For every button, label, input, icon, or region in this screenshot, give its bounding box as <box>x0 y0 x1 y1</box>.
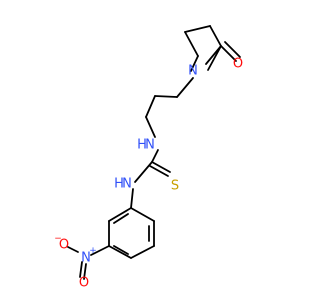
molecule-drawing: N O N H S N H N + O − O <box>54 25 243 291</box>
bond <box>176 77 194 98</box>
bond <box>130 188 134 209</box>
thione-sulfur-label: S <box>171 179 179 194</box>
pyrrolidone-nitrogen-label: N <box>188 64 198 79</box>
bond <box>130 207 155 222</box>
benzene-ring <box>108 207 155 259</box>
bond <box>113 213 129 224</box>
bond <box>130 245 155 259</box>
bond <box>90 245 110 256</box>
nitro-oxygen-single-charge-label: − <box>54 234 62 244</box>
bond <box>83 263 87 280</box>
bond <box>108 207 132 222</box>
nitro-oxygen-single-label: O <box>59 238 69 253</box>
bond <box>184 25 211 33</box>
bond <box>184 31 199 57</box>
thiourea-nitrogen-lower-label: N <box>122 177 132 192</box>
bond <box>151 161 171 173</box>
nitro-nitrogen-charge-label: + <box>89 246 97 256</box>
aniline-bond <box>130 188 134 209</box>
bond <box>207 45 222 71</box>
nitro-oxygen-double-label: O <box>79 276 89 291</box>
bond <box>134 161 153 183</box>
pyrrolidinone-ring <box>184 25 222 72</box>
bond <box>108 245 132 259</box>
thiourea-hydrogen-upper-label: H <box>137 138 147 153</box>
bond <box>209 25 222 47</box>
bond <box>154 95 178 98</box>
bond <box>224 41 241 58</box>
bond <box>67 246 79 253</box>
carbonyl-bond <box>220 41 241 62</box>
bond <box>79 261 83 278</box>
thiourea-hydrogen-lower-label: H <box>114 177 124 192</box>
thiourea-core <box>134 149 171 183</box>
thiourea-nitrogen-upper-label: N <box>145 138 155 153</box>
bond <box>190 55 199 72</box>
bond <box>149 165 169 177</box>
carbonyl-oxygen-label: O <box>233 57 243 72</box>
propyl-chain <box>145 77 194 138</box>
nitro-group <box>67 245 110 280</box>
bond <box>145 116 156 138</box>
bond <box>113 245 129 255</box>
structure-canvas: N O N H S N H N + O − O <box>54 25 243 291</box>
bond <box>220 45 237 62</box>
bond <box>145 95 156 118</box>
nitro-nitrogen-label: N <box>81 251 91 266</box>
bond <box>151 149 159 163</box>
